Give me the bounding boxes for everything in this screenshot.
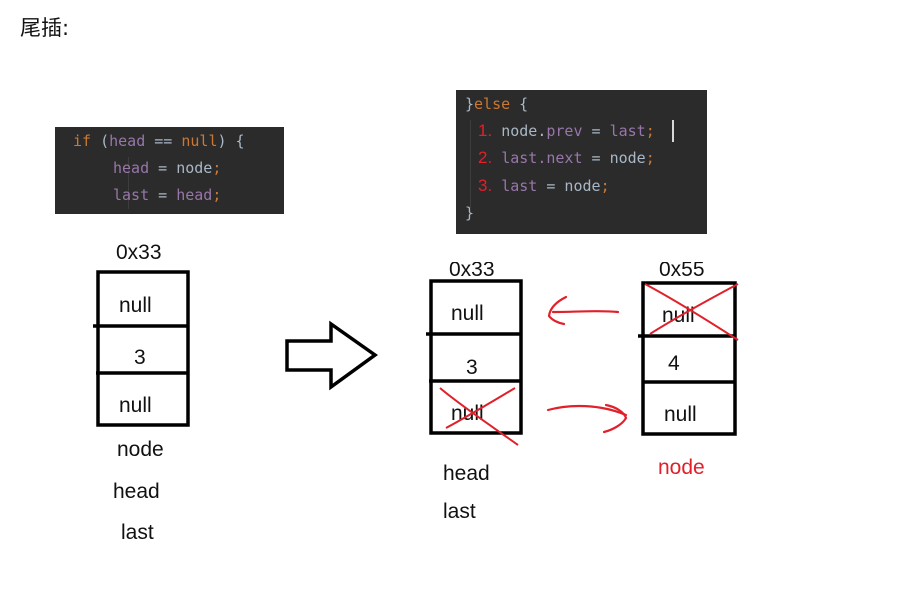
prev-link-arrow-icon xyxy=(547,295,620,326)
indent-guide xyxy=(470,120,471,208)
left-node-next: null xyxy=(119,394,152,417)
new-node-next: null xyxy=(664,403,697,426)
left-label-node: node xyxy=(117,438,164,461)
left-node-prev: null xyxy=(119,294,152,317)
code-line-head-assign: head = node; xyxy=(113,159,222,177)
page-title: 尾插: xyxy=(20,16,70,40)
code-line-last-assign: last = head; xyxy=(113,186,222,204)
transition-arrow-icon xyxy=(285,320,379,391)
right-head-node-box xyxy=(426,279,523,435)
left-label-head: head xyxy=(113,480,160,503)
new-node-address: 0x55 xyxy=(659,258,705,281)
code-block-else: }else { 1. node.prev = last; 2. last.nex… xyxy=(456,90,707,234)
left-label-last: last xyxy=(121,521,154,544)
new-node-box xyxy=(638,281,737,436)
left-node-box xyxy=(93,270,190,427)
left-node-val: 3 xyxy=(134,346,146,369)
code-line-else: }else { xyxy=(465,95,529,113)
text-cursor xyxy=(672,120,674,142)
code-line-step-3: 3. last = node; xyxy=(478,176,610,195)
code-line-step-1: 1. node.prev = last; xyxy=(478,121,655,140)
right-label-head: head xyxy=(443,462,490,485)
right-label-last: last xyxy=(443,500,476,523)
next-link-arrow-icon xyxy=(546,403,628,434)
left-node-address: 0x33 xyxy=(116,241,162,264)
indent-guide xyxy=(128,157,129,209)
code-line-if: if (head == null) { xyxy=(73,132,245,150)
code-line-step-2: 2. last.next = node; xyxy=(478,148,655,167)
right-node-next: null xyxy=(451,402,484,425)
right-node-val: 3 xyxy=(466,356,478,379)
new-node-val: 4 xyxy=(668,352,680,375)
code-line-close: } xyxy=(465,204,475,222)
right-node-prev: null xyxy=(451,302,484,325)
right-node-address: 0x33 xyxy=(449,258,495,281)
new-node-label: node xyxy=(658,456,705,479)
cross-out-mark-icon xyxy=(439,387,519,446)
cross-out-mark-icon xyxy=(644,283,739,341)
code-block-if: if (head == null) { head = node; last = … xyxy=(55,127,284,214)
